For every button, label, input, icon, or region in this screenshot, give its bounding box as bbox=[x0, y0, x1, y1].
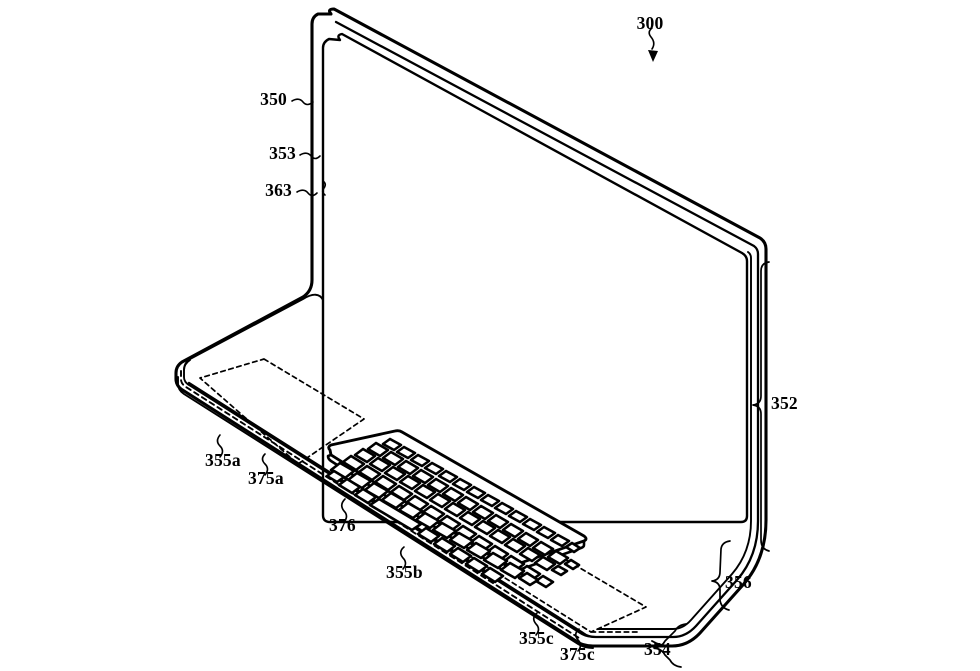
leader-363 bbox=[296, 189, 318, 197]
housing-inner-thickness-line bbox=[597, 251, 752, 630]
leader-355a bbox=[216, 434, 224, 458]
trackpad-region-left[interactable] bbox=[199, 358, 365, 465]
bracket-354 bbox=[653, 623, 687, 668]
ref-300: 300 bbox=[637, 13, 664, 33]
leader-lines bbox=[216, 27, 770, 668]
ref-355a: 355a bbox=[205, 450, 241, 470]
base-platform bbox=[177, 358, 673, 649]
ref-353: 353 bbox=[269, 143, 296, 163]
keyboard-keys bbox=[325, 437, 582, 589]
base-front-lower-edge bbox=[177, 376, 594, 649]
ref-355b: 355b bbox=[386, 562, 423, 582]
leader-375c bbox=[574, 628, 582, 652]
leader-300 bbox=[648, 27, 655, 50]
ref-352: 352 bbox=[771, 393, 798, 413]
base-left-corner bbox=[183, 359, 191, 371]
bracket-356 bbox=[711, 540, 731, 611]
leader-350 bbox=[291, 98, 314, 106]
housing-outer-contour bbox=[174, 7, 768, 648]
input-regions bbox=[199, 358, 647, 633]
leader-363-tick bbox=[321, 180, 327, 196]
display-lower-edge-line bbox=[189, 293, 324, 360]
arrowhead-300 bbox=[648, 50, 658, 62]
ref-363: 363 bbox=[265, 180, 292, 200]
keyboard[interactable] bbox=[325, 429, 588, 589]
leader-355c bbox=[532, 612, 540, 636]
ref-350: 350 bbox=[260, 89, 287, 109]
bracket-352 bbox=[752, 261, 770, 552]
ref-375c: 375c bbox=[560, 644, 595, 664]
reference-numerals: 300 350 353 363 352 356 354 355a 375a 37… bbox=[205, 13, 798, 664]
display-screen-outline bbox=[321, 32, 749, 524]
leader-355b bbox=[399, 546, 407, 570]
base-front-seam-dashed bbox=[180, 370, 580, 639]
leader-375a bbox=[261, 453, 269, 476]
leader-353 bbox=[299, 152, 321, 160]
leader-376 bbox=[340, 498, 348, 523]
ref-354: 354 bbox=[644, 639, 671, 659]
ref-375a: 375a bbox=[248, 468, 284, 488]
ref-356: 356 bbox=[725, 572, 752, 592]
ref-355c: 355c bbox=[519, 628, 554, 648]
ref-376: 376 bbox=[329, 515, 356, 535]
